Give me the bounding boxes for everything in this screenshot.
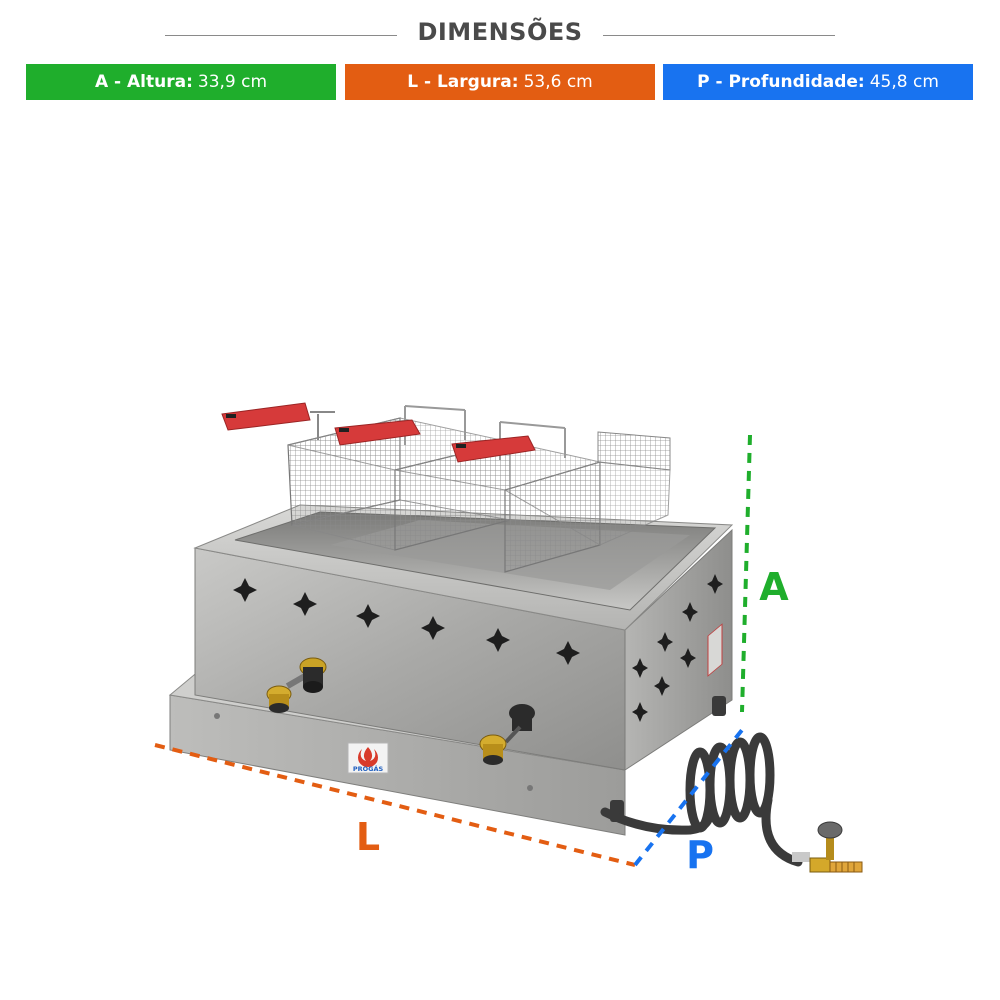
vent-hole bbox=[293, 592, 317, 616]
vent-hole bbox=[707, 574, 723, 594]
header-title: DIMENSÕES bbox=[417, 18, 583, 46]
depth-dimension: P bbox=[633, 728, 744, 877]
brand-logo-text: PROGÁS bbox=[353, 764, 384, 773]
height-dimension: A bbox=[740, 434, 789, 713]
fry-basket-middle bbox=[334, 405, 601, 551]
height-badge-value: 33,9 cm bbox=[197, 72, 268, 92]
basket-handle bbox=[451, 435, 536, 463]
width-dimension: L bbox=[154, 743, 636, 867]
width-badge: L - Largura: 53,6 cm bbox=[345, 64, 655, 100]
depth-badge-value: 45,8 cm bbox=[869, 72, 939, 92]
vent-hole bbox=[486, 628, 510, 652]
vent-hole bbox=[556, 641, 580, 665]
height-badge-prefix: A - Altura: bbox=[94, 72, 193, 92]
burner-knob-left bbox=[266, 657, 327, 713]
basket-handle bbox=[221, 402, 311, 431]
width-badge-value: 53,6 cm bbox=[523, 72, 593, 92]
depth-badge: P - Profundidade: 45,8 cm bbox=[663, 64, 973, 100]
height-dimension-label: A bbox=[759, 565, 789, 609]
basket-handle bbox=[334, 419, 421, 446]
vent-holes bbox=[233, 574, 723, 722]
flame-icon bbox=[358, 747, 378, 767]
vent-hole bbox=[654, 676, 670, 696]
depth-badge-prefix: P - Profundidade: bbox=[697, 72, 865, 92]
header-rule-left bbox=[165, 35, 397, 36]
width-dimension-label: L bbox=[356, 815, 380, 859]
depth-dimension-label: P bbox=[686, 833, 714, 877]
vent-hole bbox=[421, 616, 445, 640]
brand-logo: PROGÁS bbox=[347, 742, 389, 774]
vent-hole bbox=[632, 702, 648, 722]
burner-knob-right bbox=[479, 704, 535, 765]
gas-valve bbox=[792, 821, 863, 873]
vent-hole bbox=[233, 578, 257, 602]
fry-basket-right bbox=[451, 421, 671, 573]
fryer-foot bbox=[712, 696, 726, 716]
vent-hole bbox=[657, 632, 673, 652]
vent-hole bbox=[356, 604, 380, 628]
vent-hole bbox=[632, 658, 648, 678]
dimension-badges: A - Altura: 33,9 cm L - Largura: 53,6 cm… bbox=[26, 64, 976, 100]
height-badge: A - Altura: 33,9 cm bbox=[26, 64, 336, 100]
header-rule-right bbox=[603, 35, 835, 36]
vent-hole bbox=[680, 648, 696, 668]
width-badge-prefix: L - Largura: bbox=[407, 72, 519, 92]
dimensions-header: DIMENSÕES bbox=[0, 18, 1000, 58]
vent-hole bbox=[682, 602, 698, 622]
spec-plate bbox=[707, 623, 723, 677]
gas-hose bbox=[600, 732, 803, 867]
